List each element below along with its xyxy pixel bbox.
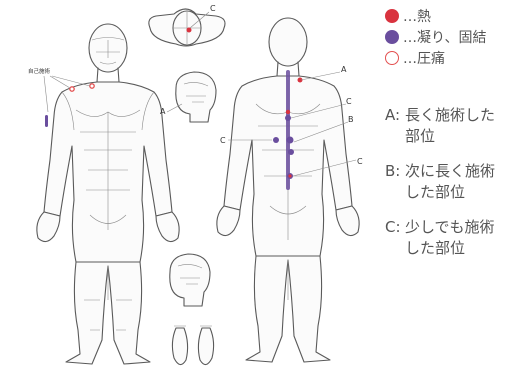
- heat-dot-icon: [385, 9, 399, 23]
- note-key-b: B:: [385, 161, 405, 182]
- note-a: A:長く施術した 部位: [385, 105, 527, 147]
- note-key-a: A:: [385, 105, 405, 126]
- legend: …熱 …凝り、固結 …圧痛: [385, 6, 527, 69]
- legend-item-tender: …圧痛: [385, 48, 527, 68]
- note-key-c: C:: [385, 217, 405, 238]
- note-b-line1: 次に長く施術: [405, 162, 495, 180]
- side-head-upper: A: [160, 72, 216, 122]
- tender-marker: [90, 84, 94, 88]
- legend-item-knot: …凝り、固結: [385, 27, 527, 47]
- front-body: 自己施術: [28, 24, 179, 364]
- head-top-view: C: [149, 4, 225, 46]
- label-c-back-3: C: [357, 157, 363, 166]
- knot-marker: [285, 115, 291, 121]
- legend-label-heat: …熱: [403, 6, 431, 26]
- knot-marker-spine: [286, 70, 290, 190]
- heat-marker: [187, 28, 192, 33]
- note-c-line1: 少しでも施術: [405, 218, 495, 236]
- back-body: A C B C C: [217, 18, 363, 362]
- label-a-head: A: [160, 107, 166, 116]
- knot-dot-icon: [385, 30, 399, 44]
- self-treatment-label: 自己施術: [28, 67, 51, 75]
- label-c-back-2: C: [220, 136, 226, 145]
- treatment-notes: A:長く施術した 部位 B:次に長く施術 した部位 C:少しでも施術 した部位: [385, 105, 527, 273]
- label-c: C: [210, 4, 216, 13]
- knot-marker: [45, 115, 48, 127]
- knot-marker: [287, 137, 294, 144]
- label-b-back: B: [348, 115, 354, 124]
- legend-item-heat: …熱: [385, 6, 527, 26]
- heat-marker: [288, 174, 291, 177]
- legend-label-knot: …凝り、固結: [403, 27, 486, 47]
- note-a-line2: 部位: [385, 126, 527, 147]
- note-a-line1: 長く施術した: [405, 106, 495, 124]
- legend-label-tender: …圧痛: [403, 48, 445, 68]
- note-b: B:次に長く施術 した部位: [385, 161, 527, 203]
- tender-marker: [70, 87, 74, 91]
- note-b-line2: した部位: [385, 182, 527, 203]
- tender-ring-icon: [385, 51, 399, 65]
- feet-soles: [172, 326, 213, 365]
- knot-marker: [273, 137, 279, 143]
- note-c-line2: した部位: [385, 238, 527, 259]
- label-c-back-1: C: [346, 97, 352, 106]
- knot-marker: [288, 149, 294, 155]
- label-a-back: A: [341, 65, 347, 74]
- side-head-lower: [170, 254, 210, 306]
- note-c: C:少しでも施術 した部位: [385, 217, 527, 259]
- heat-marker: [286, 110, 290, 114]
